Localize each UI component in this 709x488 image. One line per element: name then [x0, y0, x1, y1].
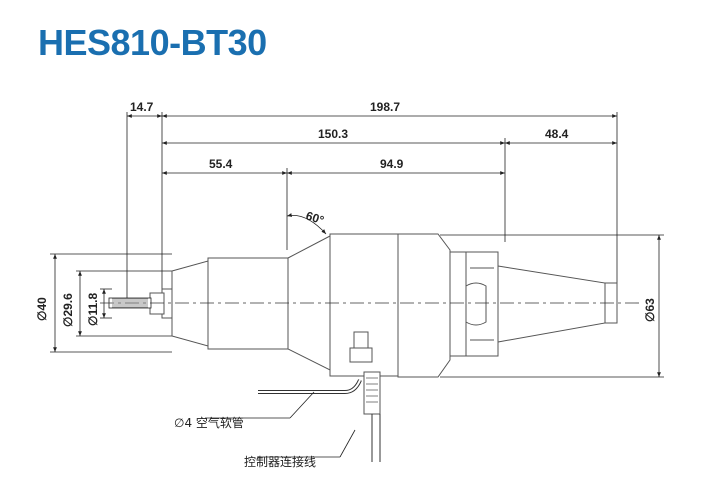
dim-198-7: 198.7 — [370, 100, 400, 114]
hose-label: ∅4 空气软管 — [174, 415, 244, 430]
dim-94-9: 94.9 — [380, 157, 404, 171]
dim-dia-29-6: ∅29.6 — [61, 293, 75, 327]
dim-14-7: 14.7 — [130, 100, 154, 114]
left-diameter-dimensions — [50, 253, 172, 353]
tool-body — [108, 233, 618, 462]
dim-55-4: 55.4 — [209, 157, 233, 171]
dim-dia-40: ∅40 — [35, 297, 49, 321]
dim-48-4: 48.4 — [545, 127, 569, 141]
dim-angle: 60° — [304, 209, 326, 228]
angle-annotation: 60° — [286, 209, 327, 235]
cable-label: 控制器连接线 — [244, 454, 316, 469]
dim-150-3: 150.3 — [318, 127, 348, 141]
leader-lines — [205, 391, 356, 458]
dim-dia-63: ∅63 — [643, 298, 657, 322]
right-diameter-dimension — [440, 234, 664, 378]
dim-dia-11-8: ∅11.8 — [86, 293, 100, 326]
dimension-lines — [127, 114, 617, 175]
page-title: HES810-BT30 — [38, 22, 267, 63]
